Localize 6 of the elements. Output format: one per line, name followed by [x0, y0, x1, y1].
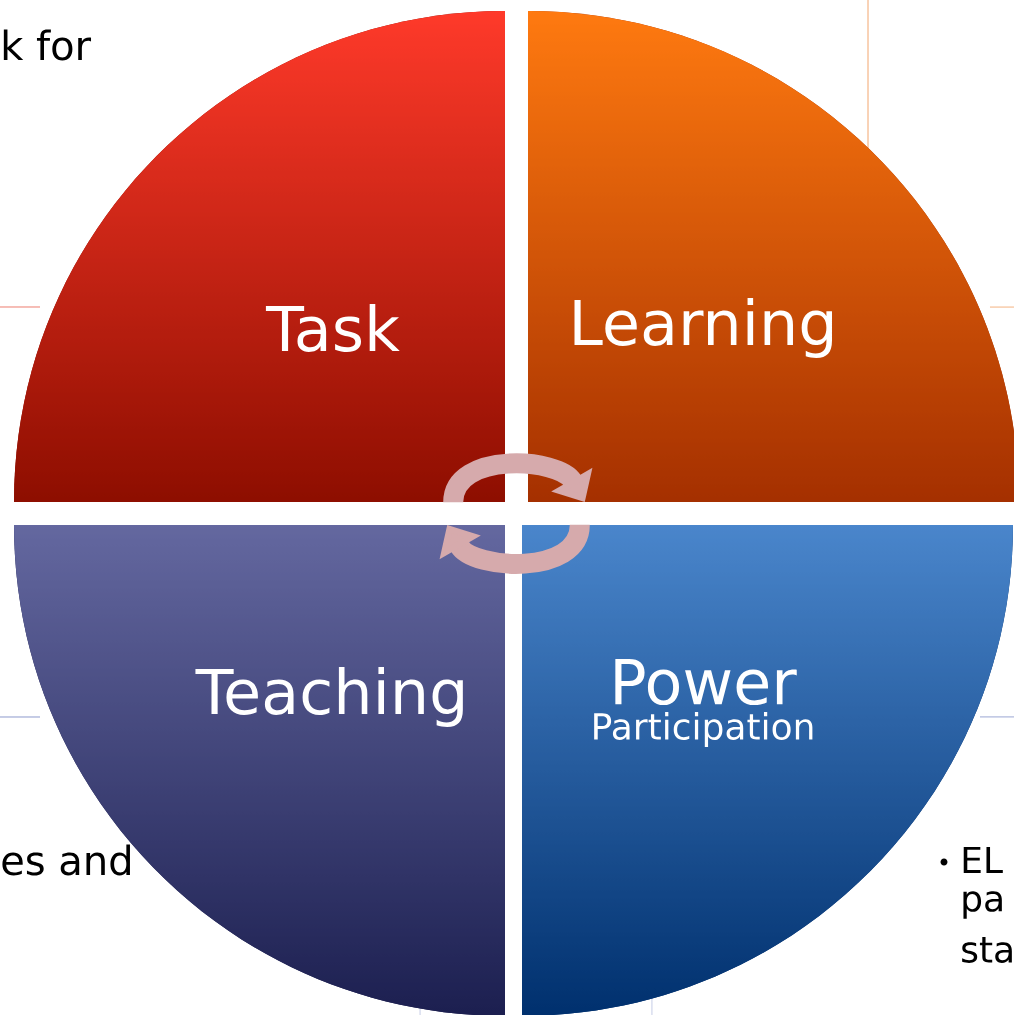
quadrant: Learning [528, 11, 1014, 502]
curved-arrow [443, 453, 593, 504]
text-fragment: EL [963, 846, 1003, 874]
curved-arrow [439, 523, 590, 574]
text-fragment: pa [963, 891, 1002, 919]
text-fragment: sta [962, 937, 1012, 963]
